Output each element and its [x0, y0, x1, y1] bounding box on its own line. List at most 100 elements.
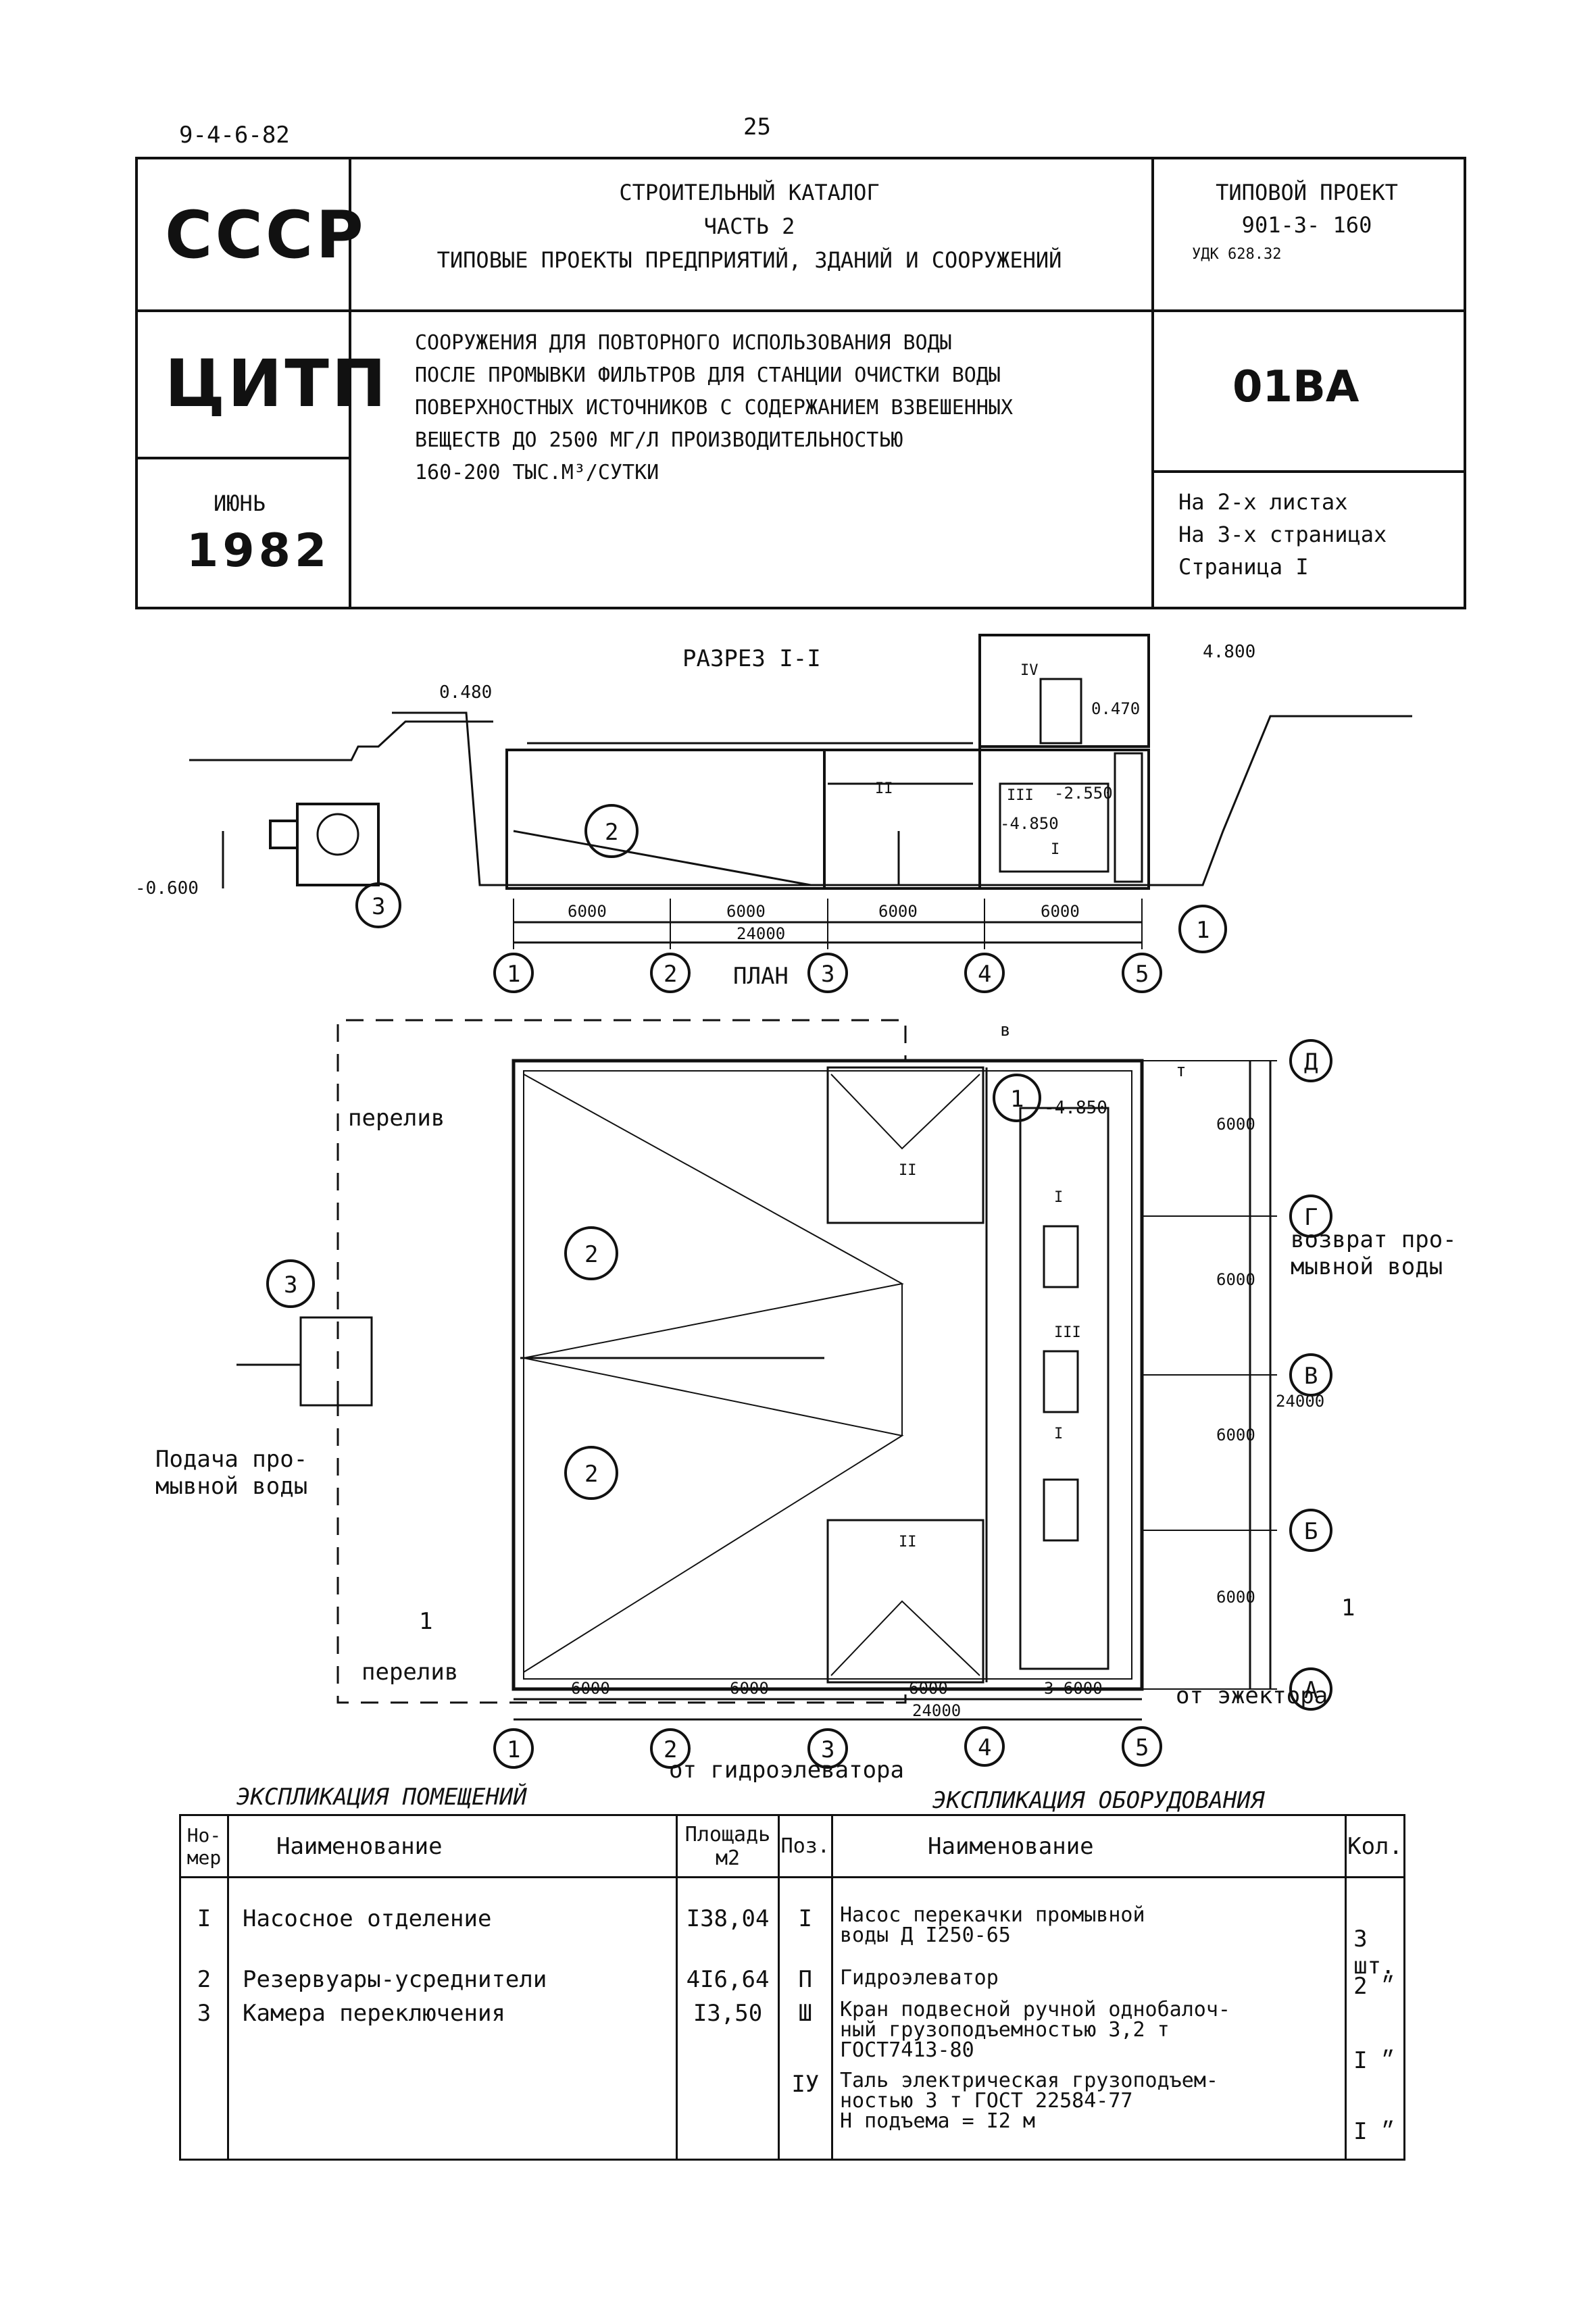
rooms-header-num: Но- мер — [179, 1814, 229, 1878]
section-axis-2: 2 — [664, 961, 678, 988]
section-axis-5: 5 — [1135, 961, 1149, 988]
row-axis-g: Г — [1304, 1204, 1318, 1231]
equip-header-qty: Кол. — [1345, 1814, 1405, 1878]
section-axis-1: 1 — [507, 961, 521, 988]
from-ejector-label: от эжектора — [1176, 1682, 1328, 1709]
document-code: 01ВА — [1232, 362, 1360, 412]
page-number: 25 — [743, 114, 771, 141]
section-callout-1: 1 — [1196, 917, 1210, 944]
plan-callout-2a: 2 — [584, 1241, 599, 1268]
rooms-header-area: Площадь м2 — [676, 1814, 780, 1878]
return-label: возврат про- мывной воды — [1291, 1226, 1457, 1280]
pages-count: На 3-х страницах — [1178, 522, 1387, 547]
equip-qty-3: I ״ — [1353, 2047, 1395, 2074]
title-block: СССР ЦИТП ИЮНЬ 1982 СТРОИТЕЛЬНЫЙ КАТАЛОГ… — [135, 157, 1466, 609]
plan-roman-2: II — [899, 1534, 917, 1551]
room-num-2: 2 — [197, 1966, 211, 1993]
row-axis-d: Д — [1304, 1049, 1318, 1076]
description-line-4: ВЕЩЕСТВ ДО 2500 МГ/Л ПРОИЗВОДИТЕЛЬНОСТЬЮ — [415, 428, 903, 452]
col-axis-2: 2 — [664, 1736, 678, 1763]
section-span-1: 6000 — [568, 902, 607, 921]
catalog-line-1: СТРОИТЕЛЬНЫЙ КАТАЛОГ — [619, 180, 880, 205]
col-total: 24000 — [912, 1701, 962, 1720]
explication-table: Но- мер Наименование Площадь м2 Поз. Наи… — [179, 1814, 1405, 2161]
equipment-title: ЭКСПЛИКАЦИЯ ОБОРУДОВАНИЯ — [932, 1787, 1265, 1814]
room-name-1: Насосное отделение — [242, 1905, 492, 1932]
rooms-header-name: Наименование — [226, 1814, 678, 1878]
col-axis-4: 4 — [978, 1734, 992, 1761]
plan-title: ПЛАН — [733, 963, 789, 990]
equip-header-pos: Поз. — [777, 1814, 834, 1878]
section-span-4: 6000 — [1041, 902, 1080, 921]
col-axis-1: 1 — [507, 1736, 521, 1763]
catalog-line-3: ТИПОВЫЕ ПРОЕКТЫ ПРЕДПРИЯТИЙ, ЗДАНИЙ И СО… — [437, 247, 1062, 273]
section-axis-4: 4 — [978, 961, 992, 988]
row-axis-a: А — [1304, 1677, 1318, 1704]
row-span-1: 6000 — [1216, 1115, 1255, 1134]
room-name-3: Камера переключения — [242, 2000, 505, 2027]
section-title: РАЗРЕЗ I-I — [682, 645, 821, 672]
row-span-2: 6000 — [1216, 1270, 1255, 1289]
row-span-3: 6000 — [1216, 1426, 1255, 1444]
col-span-4: 3 6000 — [1044, 1679, 1103, 1698]
equip-name-3: Кран подвесной ручной однобалоч- ный гру… — [840, 1998, 1230, 2062]
plan-callout-1: 1 — [1010, 1086, 1024, 1113]
description-line-1: СООРУЖЕНИЯ ДЛЯ ПОВТОРНОГО ИСПОЛЬЗОВАНИЯ … — [415, 331, 952, 355]
plan-roman-4: III — [1054, 1324, 1081, 1341]
from-hydroelevator-label: от гидроэлеватора — [669, 1757, 904, 1784]
col-span-2: 6000 — [730, 1679, 769, 1698]
row-total: 24000 — [1276, 1392, 1325, 1411]
plan-callout-3: 3 — [284, 1272, 298, 1299]
technical-drawing — [189, 634, 1412, 1769]
equip-pos-4: IУ — [791, 2071, 820, 2098]
page-index: Страница I — [1178, 554, 1309, 580]
section-elev-1: 0.480 — [439, 682, 493, 703]
catalog-line-2: ЧАСТЬ 2 — [703, 213, 795, 239]
section-roman-1: IV — [1020, 662, 1039, 679]
equip-header-name: Наименование — [830, 1814, 1347, 1878]
section-callout-2: 2 — [605, 819, 619, 846]
room-num-1: I — [197, 1905, 211, 1932]
section-mark-right: 1 — [1341, 1594, 1355, 1621]
section-roman-4: I — [1051, 841, 1060, 858]
overflow-bottom-label: перелив — [361, 1659, 459, 1686]
plan-callout-2b: 2 — [584, 1461, 599, 1488]
section-elev-6: -0.600 — [135, 878, 199, 899]
equip-qty-2: 2 ״ — [1353, 1973, 1395, 2000]
room-name-2: Резервуары-усреднители — [242, 1966, 547, 1993]
plan-roman-1: II — [899, 1162, 917, 1179]
description-line-5: 160-200 ТЫС.М³/СУТКИ — [415, 461, 659, 484]
col-axis-5: 5 — [1135, 1734, 1149, 1761]
plan-roman-3: I — [1054, 1189, 1064, 1206]
row-axis-v: В — [1304, 1363, 1318, 1390]
equip-qty-1: 3 шт. — [1353, 1926, 1395, 1980]
section-mark-left: 1 — [419, 1608, 433, 1635]
equip-pos-2: П — [798, 1966, 813, 1993]
org-citp: ЦИТП — [165, 346, 389, 422]
section-roman-3: III — [1007, 787, 1034, 804]
udk-code: УДК 628.32 — [1192, 246, 1282, 263]
description-line-2: ПОСЛЕ ПРОМЫВКИ ФИЛЬТРОВ ДЛЯ СТАНЦИИ ОЧИС… — [415, 363, 1001, 387]
section-elev-2: 4.800 — [1203, 642, 1256, 662]
room-area-1: I38,04 — [686, 1905, 770, 1932]
section-span-2: 6000 — [726, 902, 766, 921]
equip-name-1: Насос перекачки промывной воды Д I250-65 — [840, 1903, 1145, 1947]
section-axis-3: 3 — [821, 961, 835, 988]
section-roman-2: II — [875, 780, 893, 797]
project-number: 901-3- 160 — [1241, 212, 1372, 238]
plan-roman-5: I — [1054, 1426, 1064, 1442]
overflow-top-label: перелив — [348, 1105, 445, 1132]
col-axis-3: 3 — [821, 1736, 835, 1763]
mark-b: в — [1000, 1020, 1011, 1040]
org-ussr: СССР — [165, 197, 366, 273]
equip-name-2: Гидроэлеватор — [840, 1966, 999, 1990]
equip-pos-1: I — [798, 1905, 813, 1932]
equip-qty-4: I ״ — [1353, 2118, 1395, 2145]
supply-label: Подача про- мывной воды — [155, 1446, 308, 1500]
issue-year: 1982 — [186, 524, 331, 578]
equip-pos-3: Ш — [798, 2000, 813, 2027]
section-elev-5: -4.850 — [1000, 814, 1059, 833]
section-span-3: 6000 — [878, 902, 918, 921]
equip-name-4: Таль электрическая грузоподъем- ностью 3… — [840, 2069, 1218, 2133]
plan-elevation: -4.850 — [1044, 1098, 1107, 1118]
